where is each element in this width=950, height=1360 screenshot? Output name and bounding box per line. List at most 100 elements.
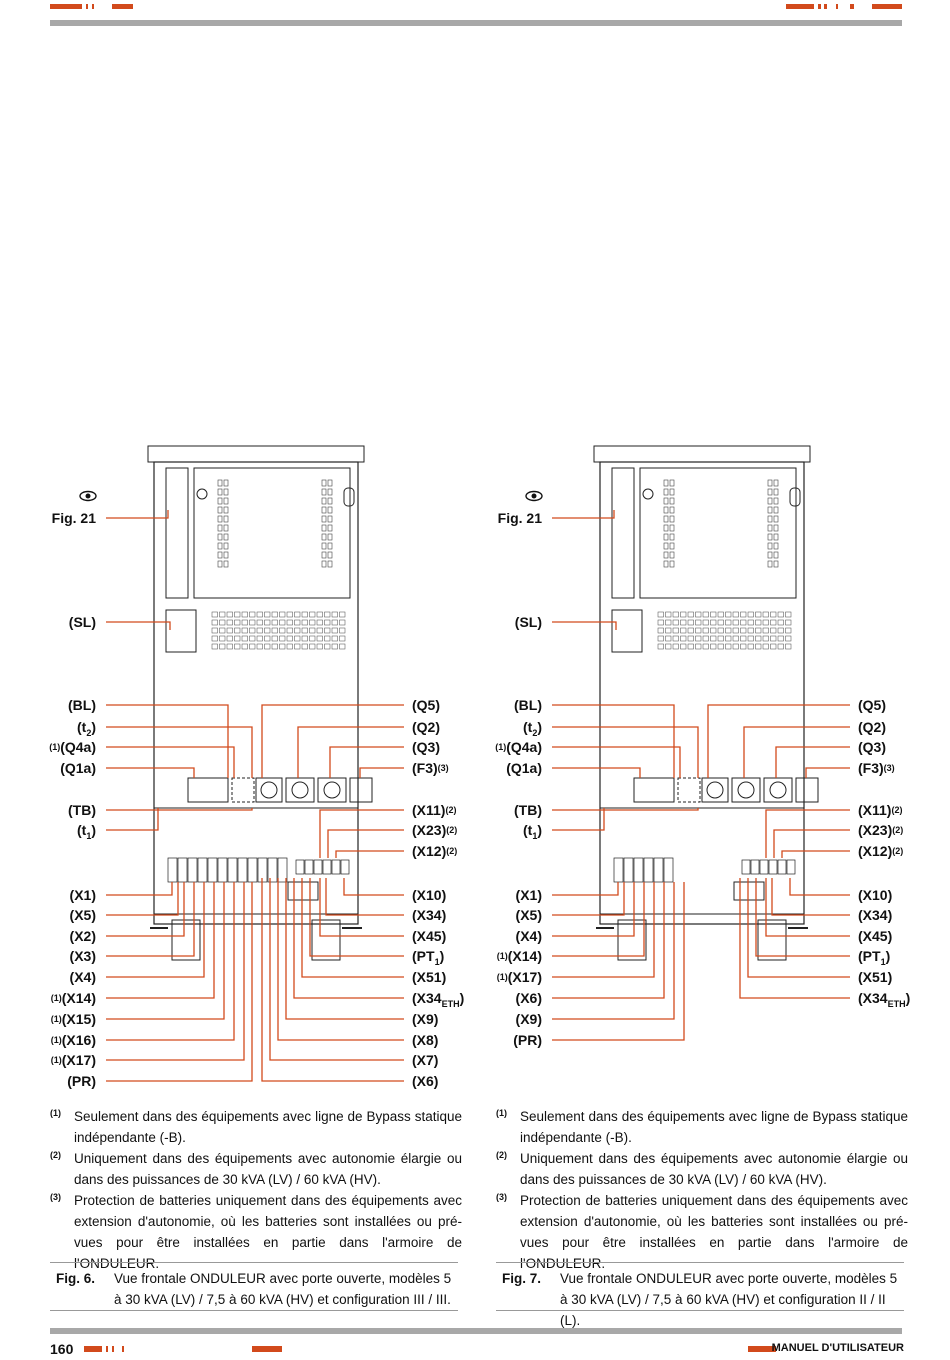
vent-slot xyxy=(710,627,717,634)
vent-slot xyxy=(219,635,226,642)
vent-slot xyxy=(256,611,263,618)
component-label: (F3)(3) xyxy=(412,760,449,776)
vent-slot xyxy=(773,524,779,532)
leader-line xyxy=(261,878,404,1082)
vent-slot xyxy=(219,643,226,650)
vent-slot xyxy=(211,619,218,626)
component-label: (PT1) xyxy=(412,948,445,967)
vent-slot xyxy=(219,611,226,618)
component-label: (X11)(2) xyxy=(412,802,457,818)
component-label: (Q3) xyxy=(412,739,440,755)
component-label: (SL) xyxy=(68,614,96,630)
vent-slot xyxy=(669,524,675,532)
component-label: (PR) xyxy=(67,1073,96,1089)
power-module xyxy=(639,467,797,599)
leader-line xyxy=(552,808,699,811)
vent-slot xyxy=(223,560,229,568)
leader-line xyxy=(552,882,619,896)
component-label: (X5) xyxy=(69,907,96,923)
vent-slot xyxy=(234,635,241,642)
vent-slot xyxy=(234,619,241,626)
vent-slot xyxy=(762,619,769,626)
leader-line xyxy=(765,878,850,937)
vent-slot xyxy=(316,611,323,618)
vent-slot xyxy=(217,515,223,523)
vent-slot xyxy=(680,627,687,634)
vent-slot xyxy=(324,619,331,626)
component-label: (X9) xyxy=(515,1011,542,1027)
vent-slot xyxy=(271,643,278,650)
vent-slot xyxy=(669,533,675,541)
vent-slot xyxy=(695,619,702,626)
vent-slot xyxy=(740,619,747,626)
leader-line xyxy=(739,878,850,999)
vent-slot xyxy=(665,611,672,618)
vent-slot xyxy=(211,635,218,642)
component-label: (Q3) xyxy=(858,739,886,755)
vent-slot xyxy=(327,551,333,559)
vent-slot xyxy=(339,627,346,634)
leader-line xyxy=(552,510,615,519)
vent-slot xyxy=(294,635,301,642)
vent-slot xyxy=(669,515,675,523)
caption-rule-bottom xyxy=(496,1310,904,1311)
component-label: (X1) xyxy=(69,887,96,903)
vent-slot xyxy=(321,542,327,550)
vent-slot xyxy=(309,627,316,634)
vent-slot xyxy=(669,497,675,505)
vent-slot xyxy=(717,643,724,650)
header-bar-right xyxy=(786,4,814,9)
vent-slot xyxy=(770,635,777,642)
vent-slot xyxy=(732,619,739,626)
vent-slot xyxy=(747,643,754,650)
vent-slot xyxy=(271,635,278,642)
vent-slot xyxy=(687,611,694,618)
vent-slot xyxy=(223,515,229,523)
vent-slot xyxy=(223,542,229,550)
vent-slot xyxy=(211,643,218,650)
leader-line xyxy=(781,850,850,858)
switch-bl xyxy=(701,777,729,803)
leader-line xyxy=(329,746,404,778)
vent-slot xyxy=(740,611,747,618)
vent-slot xyxy=(264,643,271,650)
vent-slot xyxy=(279,643,286,650)
vent-slot xyxy=(717,611,724,618)
castor xyxy=(757,919,787,961)
vent-slot xyxy=(279,627,286,634)
vent-slot xyxy=(331,643,338,650)
vent-slot xyxy=(339,611,346,618)
vent-slot xyxy=(663,542,669,550)
vent-slot xyxy=(217,533,223,541)
vent-slot xyxy=(665,619,672,626)
vent-slot xyxy=(663,524,669,532)
vent-slot xyxy=(657,619,664,626)
vent-slot xyxy=(219,627,226,634)
terminal xyxy=(750,859,760,875)
terminal xyxy=(313,859,323,875)
castor xyxy=(171,919,201,961)
leader-line xyxy=(106,746,235,778)
component-label: (X7) xyxy=(412,1052,439,1068)
footnote: (1)Seulement dans des équipements avec l… xyxy=(50,1106,462,1148)
component-label: (X8) xyxy=(412,1032,439,1048)
vent-slot xyxy=(331,619,338,626)
terminal xyxy=(331,859,341,875)
terminal xyxy=(340,859,350,875)
vent-slot xyxy=(669,488,675,496)
terminal xyxy=(613,857,624,883)
vent-slot xyxy=(264,635,271,642)
vent-slot xyxy=(669,560,675,568)
leader-line xyxy=(106,882,253,1082)
vent-slot xyxy=(777,611,784,618)
vent-slot xyxy=(669,542,675,550)
header-rule xyxy=(50,20,902,26)
vent-slot xyxy=(256,627,263,634)
vent-slot xyxy=(321,479,327,487)
vent-slot xyxy=(777,635,784,642)
component-label: (1)(X17) xyxy=(496,969,542,985)
footer-bar xyxy=(84,1346,102,1352)
vent-slot xyxy=(767,506,773,514)
terminal xyxy=(197,857,208,883)
vent-slot xyxy=(301,643,308,650)
